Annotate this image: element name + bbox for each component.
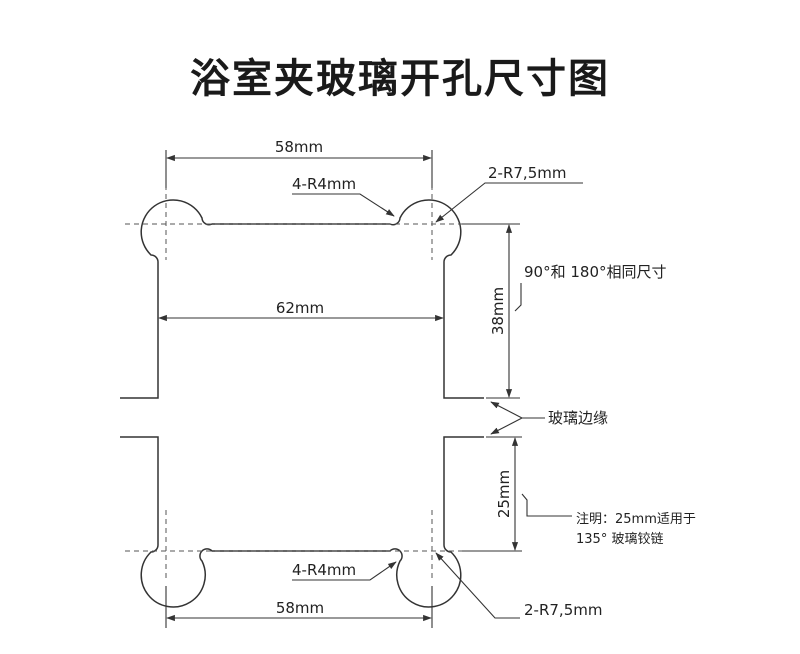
bottom-hole-radius-label: 2-R7,5mm (524, 601, 602, 619)
top-hole-radius-label: 2-R7,5mm (488, 164, 566, 182)
bottom-hole-radius-callout: 2-R7,5mm (435, 552, 602, 619)
glass-edge-callout: 玻璃边缘 (490, 401, 608, 435)
page-title: 浴室夹玻璃开孔尺寸图 (190, 56, 610, 102)
height-38-label: 38mm (489, 287, 507, 335)
hinge-note-callout: 注明：25mm适用于 135° 玻璃铰链 (521, 493, 696, 547)
top-corner-radius-callout: 4-R4mm (292, 175, 395, 217)
height-38-dimension: 38mm (462, 223, 520, 399)
bottom-width-label: 58mm (276, 599, 324, 617)
middle-width-dimension: 62mm (158, 299, 444, 322)
same-size-callout: 90°和 180°相同尺寸 (514, 263, 667, 312)
top-corner-radius-label: 4-R4mm (292, 175, 356, 193)
same-size-note: 90°和 180°相同尺寸 (524, 263, 667, 281)
top-hole-radius-callout: 2-R7,5mm (435, 164, 583, 223)
top-width-dimension: 58mm (165, 138, 433, 188)
bottom-cutout-outline (120, 436, 484, 608)
height-25-label: 25mm (495, 470, 513, 518)
top-width-label: 58mm (275, 138, 323, 156)
height-25-dimension: 25mm (462, 436, 522, 552)
hinge-note-line1: 注明：25mm适用于 (576, 512, 696, 527)
bottom-corner-radius-label: 4-R4mm (292, 561, 356, 579)
hinge-note-line2: 135° 玻璃铰链 (576, 532, 663, 547)
bottom-corner-radius-callout: 4-R4mm (292, 561, 397, 581)
bottom-width-dimension: 58mm (165, 586, 433, 628)
center-lines (125, 185, 470, 580)
middle-width-label: 62mm (276, 299, 324, 317)
glass-edge-label: 玻璃边缘 (548, 409, 608, 427)
